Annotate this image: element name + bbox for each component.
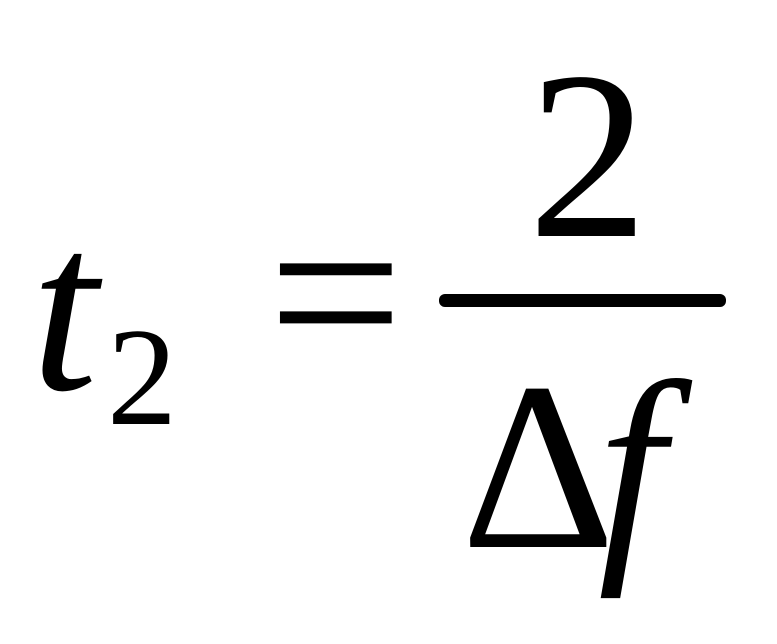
variable-t: t — [31, 175, 98, 441]
delta-symbol: Δ — [461, 333, 616, 599]
equals-sign: = — [268, 159, 404, 425]
subscript-2: 2 — [107, 300, 177, 455]
fraction-numerator: 2 — [528, 22, 648, 288]
variable-f: f — [598, 333, 665, 599]
fraction-bar — [439, 294, 726, 307]
